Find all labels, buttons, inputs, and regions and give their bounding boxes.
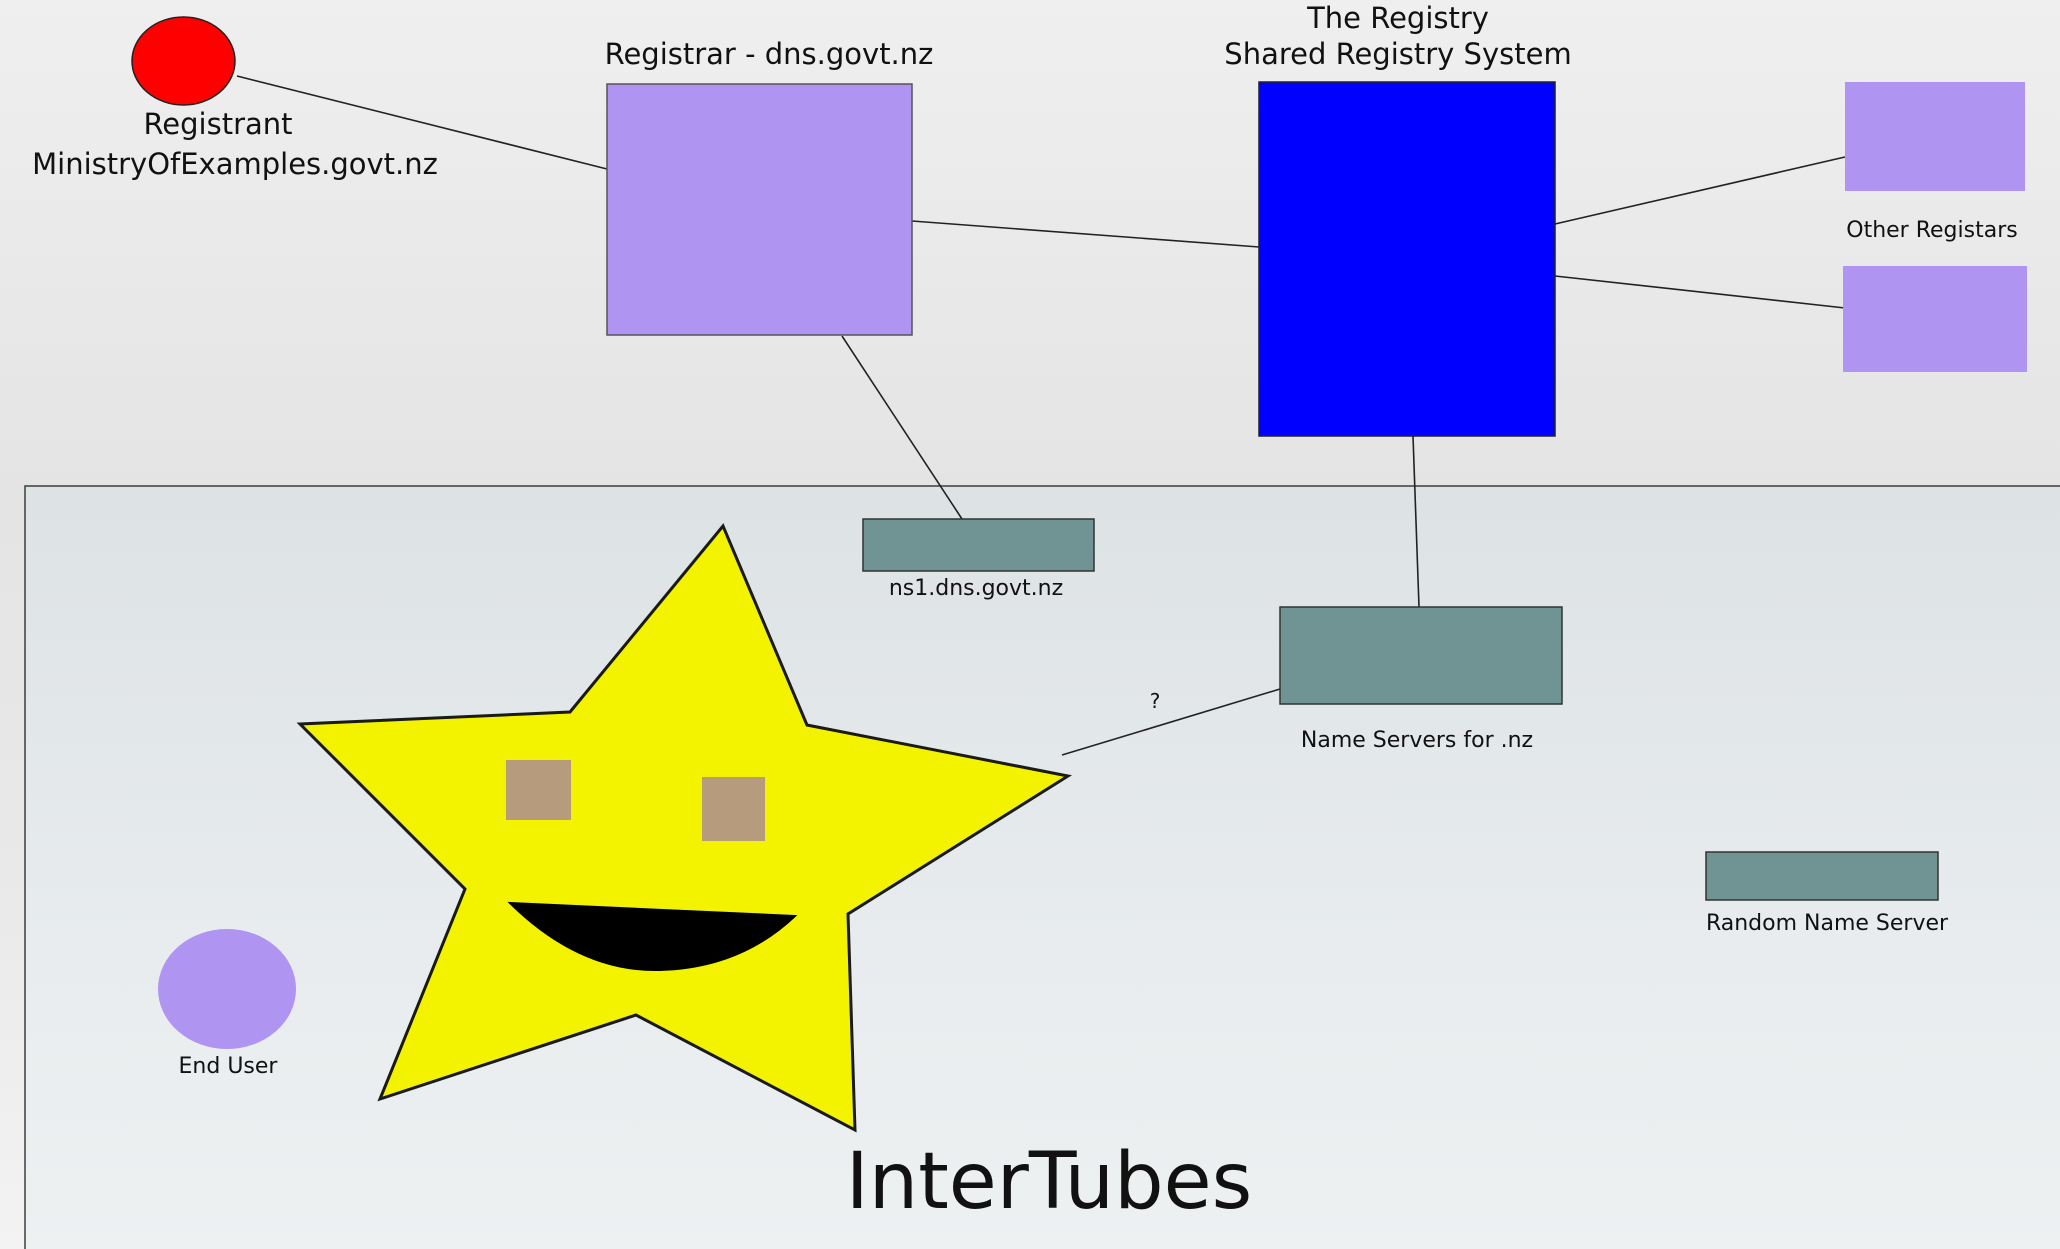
edge-registrant-registrar <box>236 75 608 170</box>
edge-registry-other-registrar-2 <box>1554 275 1846 309</box>
registrant-label-line2: MinistryOfExamples.govt.nz <box>32 147 438 181</box>
random-nameserver-label: Random Name Server <box>1706 911 1949 936</box>
edge-enduser-nz-nameservers <box>1061 688 1281 756</box>
registry-node[interactable] <box>1258 81 1556 437</box>
star-smile <box>507 901 798 972</box>
registry-label-line2: Shared Registry System <box>1224 37 1571 71</box>
registrar-label: Registrar - dns.govt.nz <box>605 37 934 71</box>
end-user-label: End User <box>179 1054 279 1079</box>
star-left-eye <box>506 760 571 820</box>
ns1-nameserver-node[interactable] <box>862 518 1095 572</box>
edge-registrar-ns1 <box>841 335 963 520</box>
registrant-label-line1: Registrant <box>143 107 292 141</box>
other-registrars-label: Other Registars <box>1846 218 2017 243</box>
other-registrar-node-2[interactable] <box>1843 266 2027 372</box>
nz-nameservers-node[interactable] <box>1279 606 1563 705</box>
random-nameserver-node[interactable] <box>1705 851 1939 901</box>
star-right-eye <box>702 777 765 841</box>
internet-label: InterTubes <box>846 1137 1252 1227</box>
registrar-node[interactable] <box>606 83 913 336</box>
edge-registry-other-registrar-1 <box>1554 156 1846 225</box>
nz-nameservers-label: Name Servers for .nz <box>1301 728 1533 753</box>
edge-registrar-registry <box>911 220 1260 248</box>
star-shape <box>296 523 1073 1133</box>
connectors <box>236 75 1846 756</box>
ns1-label: ns1.dns.govt.nz <box>889 576 1063 601</box>
star-character <box>296 523 1073 1133</box>
edge-registry-nz-nameservers <box>1412 435 1420 608</box>
other-registrar-node-1[interactable] <box>1845 82 2025 191</box>
registrant-node[interactable] <box>131 16 236 106</box>
query-edge-label: ? <box>1150 689 1161 713</box>
registry-label-line1: The Registry <box>1306 1 1489 35</box>
end-user-node[interactable] <box>158 929 296 1049</box>
